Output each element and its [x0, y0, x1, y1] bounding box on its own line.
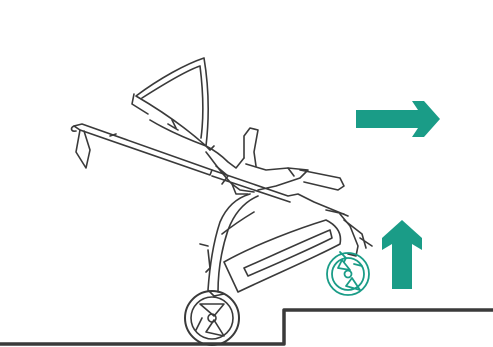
front-wheel-highlight: [327, 252, 369, 295]
rear-leg: [208, 194, 250, 296]
lower-chassis: [224, 220, 340, 292]
wrist-strap: [76, 130, 90, 168]
seat-unit: [150, 120, 344, 194]
footrest: [300, 170, 344, 190]
rear-wheel: [185, 291, 239, 345]
canopy: [132, 58, 214, 150]
handlebar: [72, 124, 212, 175]
stroller-icon: [72, 58, 372, 345]
curb-step-line: [0, 310, 493, 344]
front-fork: [340, 214, 358, 256]
forward-arrow-icon: [356, 101, 440, 137]
lift-arrow-icon: [382, 220, 422, 289]
